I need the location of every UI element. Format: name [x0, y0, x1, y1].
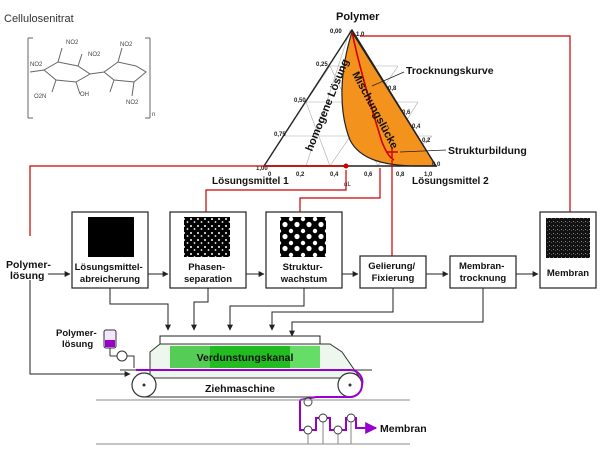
step-1-label: Lösungsmittel- abreicherung — [75, 262, 146, 285]
callout-structure-line — [399, 149, 447, 153]
group-no2-5: NO2 — [126, 100, 139, 106]
step-membrane: Membran — [539, 211, 597, 289]
step-1-line-2: abreicherung — [80, 274, 140, 285]
left-tick-050: 0,50 — [294, 98, 306, 104]
repeat-n: n — [152, 112, 155, 118]
ternary-outline — [262, 28, 438, 167]
reservoir-label: Polymer- lösung — [56, 328, 99, 350]
step-4-line-2: Fixierung — [372, 273, 415, 284]
right-tick-02: 0,2 — [422, 138, 431, 144]
down-connectors — [29, 280, 484, 377]
step-phase-separation: Phasen- separation — [169, 211, 247, 289]
group-o2n: O2N — [34, 94, 46, 100]
molecule-title: Cellulosenitrat — [4, 13, 74, 25]
structure-image-dense — [88, 217, 134, 257]
step-4-line-1: Gelierung/ — [368, 261, 415, 272]
bottom-tick-04: 0,4 — [330, 172, 339, 178]
callout-drying-line — [371, 71, 405, 87]
casting-machine: Polymer- lösung Verdunstungskanal — [56, 328, 427, 445]
step-2-line-1: Phasen- — [188, 262, 225, 273]
group-no2-3: NO2 — [120, 42, 133, 48]
ternary-diagram: Polymer 0,00 1,0 Lösungsmittel 1 Lösungs… — [212, 11, 527, 188]
output-membrane-label: Membran — [380, 423, 427, 435]
step-3-line-1: Struktur- — [283, 262, 323, 273]
step-5-line-2: trocknung — [460, 273, 507, 284]
step-4-label: Gelierung/ Fixierung — [368, 261, 418, 284]
evaporation-channel-label: Verdunstungskanal — [197, 352, 294, 364]
structure-image-small-pores — [184, 217, 230, 257]
group-no2-4: NO2 — [30, 62, 43, 68]
machine-label: Ziehmaschine — [205, 383, 275, 395]
right-tick-06: 0,6 — [402, 110, 411, 116]
process-flow: Polymer- lösung Lösungsmittel- abreicher… — [6, 211, 597, 377]
step-membrane-drying: Membran- trocknung — [449, 255, 517, 289]
tick-top-zero: 0,00 — [330, 29, 342, 35]
apex-polymer: Polymer — [336, 11, 380, 23]
step-5-line-1: Membran- — [459, 261, 504, 272]
group-no2-2: NO2 — [88, 52, 101, 58]
point-label: αL — [344, 182, 351, 188]
right-tick-00: 0,0 — [432, 162, 441, 168]
step-1-line-1: Lösungsmittel- — [75, 262, 143, 273]
apex-solvent-1: Lösungsmittel 1 — [212, 176, 289, 187]
structure-image-membrane — [546, 218, 590, 258]
step-structure-growth: Struktur- wachstum — [265, 211, 343, 289]
input-line-2: lösung — [10, 270, 44, 282]
apex-solvent-2: Lösungsmittel 2 — [412, 176, 489, 187]
left-tick-100: 1,00 — [256, 166, 268, 172]
membrane-film — [136, 368, 364, 401]
step-6-label: Membran — [547, 268, 589, 279]
step-2-label: Phasen- separation — [184, 262, 232, 285]
molecule-structure: Cellulosenitrat NO2 NO2 NO2 NO2 NO2 O2N … — [4, 13, 155, 119]
group-oh: OH — [80, 92, 89, 98]
step-3-label: Struktur- wachstum — [280, 262, 327, 285]
group-no2-1: NO2 — [66, 40, 79, 46]
step-3-line-2: wachstum — [280, 274, 327, 285]
step-solvent-depletion: Lösungsmittel- abreicherung — [71, 211, 149, 289]
step-5-label: Membran- trocknung — [459, 261, 507, 284]
label-drying-curve: Trocknungskurve — [406, 65, 494, 77]
structure-marker — [386, 148, 398, 158]
input-line-1: Polymer- — [6, 259, 51, 271]
right-tick-08: 0,8 — [388, 86, 397, 92]
reservoir-line-2: lösung — [62, 339, 93, 350]
right-tick-04: 0,4 — [412, 124, 421, 130]
tick-top-one: 1,0 — [356, 32, 365, 38]
bottom-tick-0: 0 — [268, 172, 272, 178]
bottom-tick-10: 1,0 — [424, 172, 433, 178]
input-polymer-solution: Polymer- lösung — [6, 259, 54, 282]
bottom-tick-08: 0,8 — [396, 172, 405, 178]
structure-image-large-pores — [280, 217, 326, 257]
reservoir-line-1: Polymer- — [56, 328, 97, 339]
red-connectors — [29, 35, 571, 256]
bottom-tick-02: 0,2 — [296, 172, 305, 178]
bottom-tick-06: 0,6 — [364, 172, 373, 178]
left-tick-025: 0,25 — [316, 62, 328, 68]
left-tick-075: 0,75 — [274, 132, 286, 138]
drying-curve — [351, 31, 395, 161]
label-structure-formation: Strukturbildung — [448, 145, 527, 157]
reservoir-fluid — [105, 340, 115, 347]
pump-icon — [116, 350, 128, 362]
step-gelation: Gelierung/ Fixierung — [359, 255, 427, 289]
step-2-line-2: separation — [184, 274, 232, 285]
